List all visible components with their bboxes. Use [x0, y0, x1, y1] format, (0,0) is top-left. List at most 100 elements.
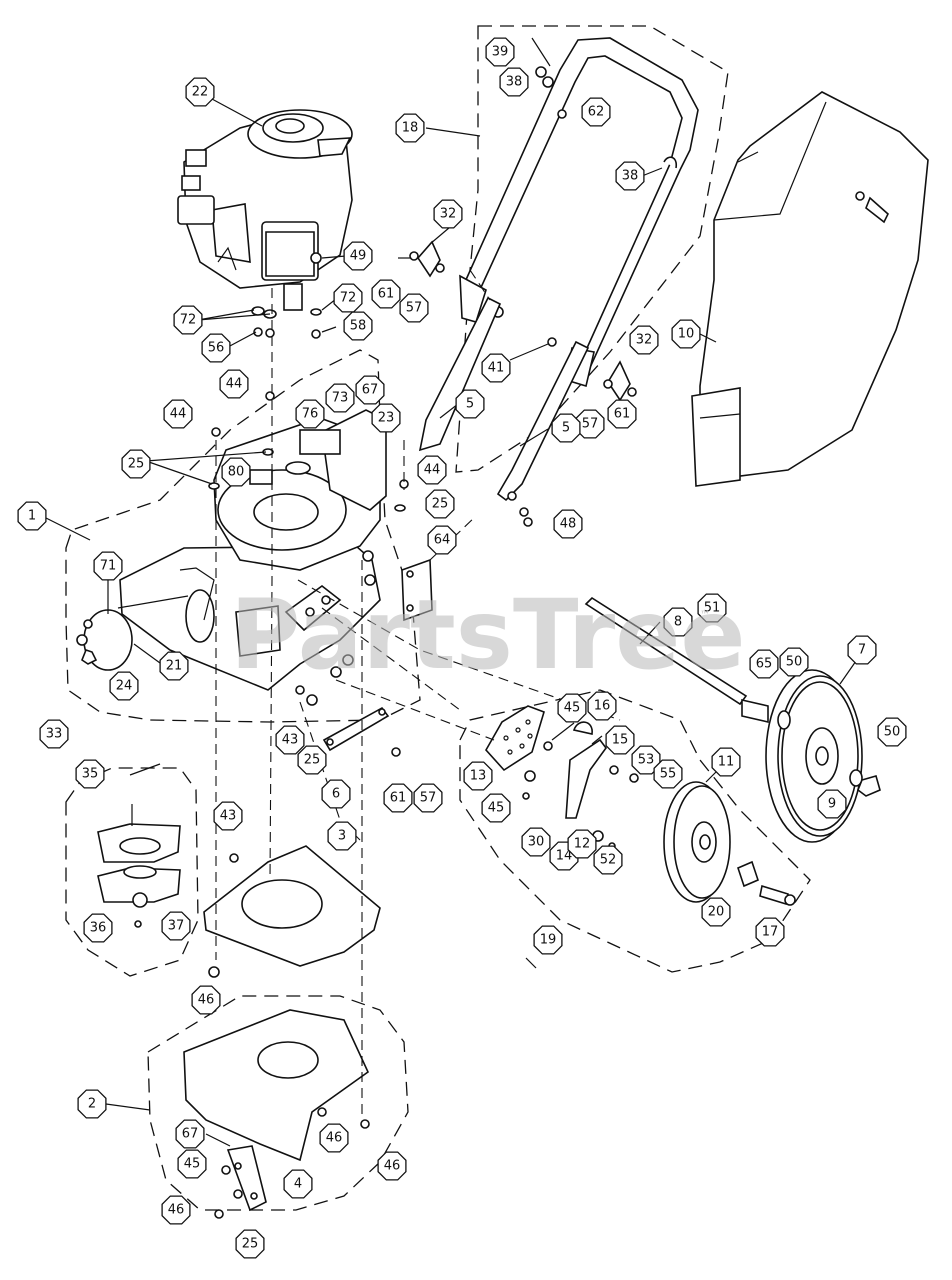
callout-45: 45	[557, 693, 587, 723]
callout-number: 58	[350, 319, 367, 334]
callout-16: 16	[587, 691, 617, 721]
callout-21: 21	[159, 651, 189, 681]
callout-number: 46	[326, 1131, 343, 1146]
callout-number: 33	[46, 727, 63, 742]
watermark-text: PartsTree	[230, 579, 745, 691]
callout-octagon	[343, 311, 373, 341]
rear-wheel	[765, 669, 881, 843]
callout-46: 46	[191, 985, 221, 1015]
callout-number: 17	[762, 925, 779, 940]
callout-46: 46	[319, 1123, 349, 1153]
callout-20: 20	[701, 897, 731, 927]
callout-number: 38	[506, 75, 523, 90]
callout-62: 62	[581, 97, 611, 127]
callout-octagon	[587, 691, 617, 721]
callout-number: 45	[564, 701, 581, 716]
callout-octagon	[615, 161, 645, 191]
callout-9: 9	[817, 789, 847, 819]
callout-3: 3	[327, 821, 357, 851]
callout-25: 25	[425, 489, 455, 519]
callout-38: 38	[499, 67, 529, 97]
callout-octagon	[235, 1229, 265, 1259]
callout-number: 50	[786, 655, 803, 670]
callout-octagon	[221, 457, 251, 487]
callout-octagon	[213, 801, 243, 831]
callout-octagon	[321, 779, 351, 809]
callout-number: 4	[294, 1177, 302, 1192]
callout-number: 25	[432, 497, 449, 512]
callout-41: 41	[481, 353, 511, 383]
callout-number: 41	[488, 361, 505, 376]
callout-number: 11	[718, 755, 735, 770]
callout-octagon	[671, 319, 701, 349]
callout-number: 53	[638, 753, 655, 768]
callout-number: 44	[226, 377, 243, 392]
callout-octagon	[319, 1123, 349, 1153]
callout-octagon	[427, 525, 457, 555]
callout-number: 14	[556, 849, 573, 864]
callout-25: 25	[235, 1229, 265, 1259]
deck-group-outline	[65, 349, 421, 723]
callout-32: 32	[629, 325, 659, 355]
callout-number: 6	[332, 787, 340, 802]
callout-octagon	[343, 241, 373, 271]
callout-number: 9	[828, 797, 836, 812]
callout-octagon	[499, 67, 529, 97]
grass-bag	[691, 91, 929, 487]
callout-number: 8	[674, 615, 682, 630]
callout-52: 52	[593, 845, 623, 875]
callout-number: 46	[168, 1203, 185, 1218]
callout-46: 46	[377, 1151, 407, 1181]
callout-5: 5	[551, 413, 581, 443]
callout-number: 1	[28, 509, 36, 524]
callout-5: 5	[455, 389, 485, 419]
callout-octagon	[463, 761, 493, 791]
callout-67: 67	[175, 1119, 205, 1149]
callout-number: 16	[594, 699, 611, 714]
callout-octagon	[653, 759, 683, 789]
callout-number: 46	[198, 993, 215, 1008]
callout-57: 57	[575, 409, 605, 439]
callout-number: 32	[440, 207, 457, 222]
callout-35: 35	[75, 759, 105, 789]
callout-octagon	[455, 389, 485, 419]
callout-25: 25	[121, 449, 151, 479]
watermark: PartsTree ™	[230, 579, 745, 691]
callout-55: 55	[653, 759, 683, 789]
callout-11: 11	[711, 747, 741, 777]
callout-octagon	[605, 725, 635, 755]
callout-44: 44	[163, 399, 193, 429]
callout-number: 52	[600, 853, 617, 868]
callout-53: 53	[631, 745, 661, 775]
callout-number: 43	[220, 809, 237, 824]
callout-7: 7	[847, 635, 877, 665]
height-bracket	[322, 706, 401, 757]
callout-octagon	[283, 1169, 313, 1199]
callout-octagon	[377, 1151, 407, 1181]
callout-octagon	[399, 293, 429, 323]
callout-number: 62	[588, 105, 605, 120]
callout-73: 73	[325, 383, 355, 413]
callout-45: 45	[481, 793, 511, 823]
axle	[584, 596, 769, 724]
callout-number: 57	[406, 301, 423, 316]
callout-number: 37	[168, 919, 185, 934]
callout-octagon	[817, 789, 847, 819]
callout-57: 57	[413, 783, 443, 813]
callout-octagon	[175, 1119, 205, 1149]
callout-octagon	[201, 333, 231, 363]
handle	[459, 37, 699, 388]
callout-number: 80	[228, 465, 245, 480]
callout-number: 48	[560, 517, 577, 532]
callout-1: 1	[17, 501, 47, 531]
connector-lines	[215, 269, 621, 1116]
callout-61: 61	[383, 783, 413, 813]
callout-72: 72	[333, 283, 363, 313]
callout-octagon	[219, 369, 249, 399]
front-wheel	[663, 781, 796, 906]
callout-number: 3	[338, 829, 346, 844]
discharge-door	[76, 595, 189, 671]
callout-number: 45	[488, 801, 505, 816]
callout-number: 22	[192, 85, 209, 100]
